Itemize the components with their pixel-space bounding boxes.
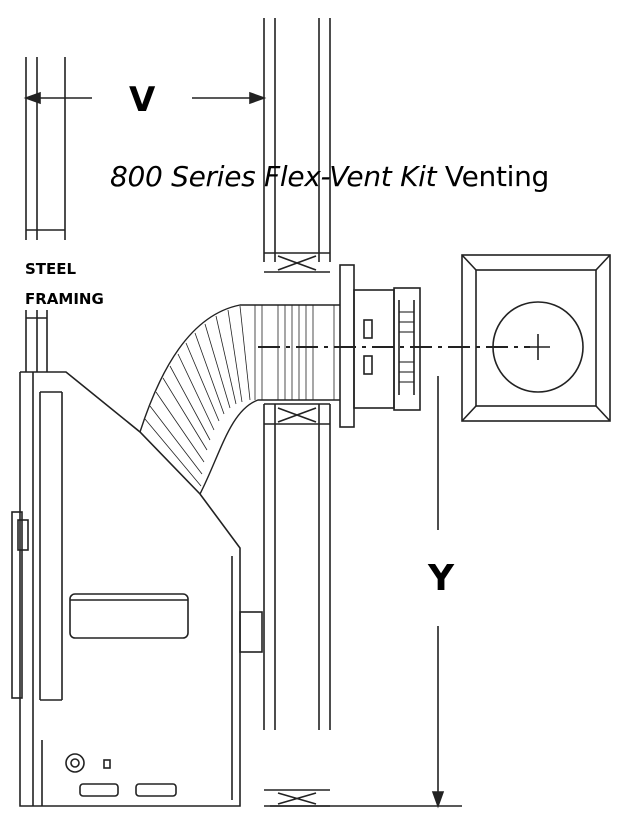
dimension-v-line xyxy=(23,91,267,105)
dimension-y-label: Y xyxy=(428,558,455,599)
steel-label: STEEL xyxy=(25,260,77,278)
framing-label: FRAMING xyxy=(25,290,104,308)
title-italic-part: 800 Series Flex-Vent Kit xyxy=(110,160,437,193)
dimension-y-line xyxy=(270,376,462,809)
fireplace-unit xyxy=(11,371,263,807)
flex-vent-pipe xyxy=(139,304,340,495)
diagram-title: 800 Series Flex-Vent Kit Venting xyxy=(110,160,549,193)
steel-framing-stud xyxy=(25,57,66,372)
dimension-v-label: V xyxy=(129,80,156,120)
title-plain-part: Venting xyxy=(436,160,550,193)
wall-section xyxy=(263,18,331,807)
terminal-cap-front-view xyxy=(461,254,611,422)
